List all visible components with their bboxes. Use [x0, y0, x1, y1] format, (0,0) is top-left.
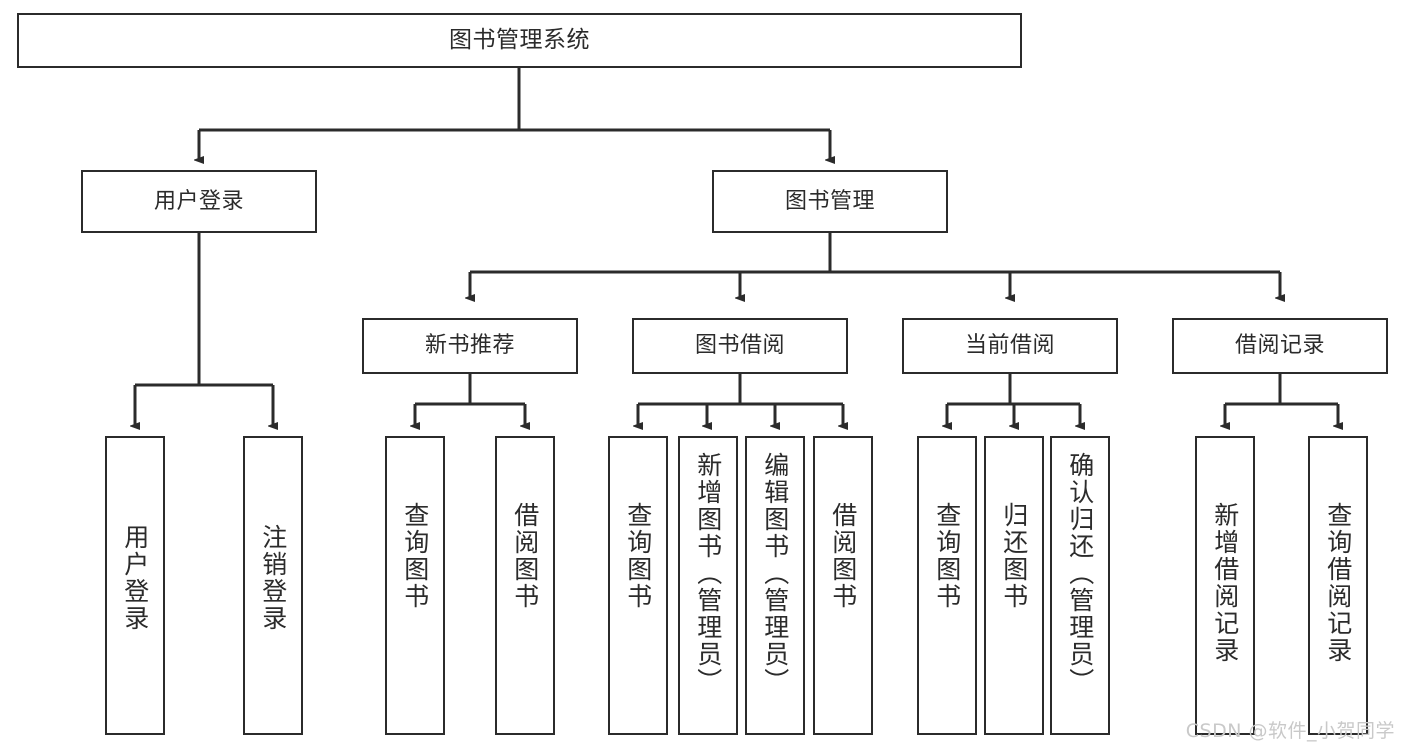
- leaf-record-query-record[interactable]: 查询借阅记录: [1308, 436, 1368, 735]
- leaf-record-add-record[interactable]: 新增借阅记录: [1195, 436, 1255, 735]
- leaf-recommend-borrow-book[interactable]: 借阅图书: [495, 436, 555, 735]
- node-label: 新增借阅记录: [1210, 502, 1240, 664]
- node-label: 借阅图书: [828, 502, 858, 610]
- node-book-management[interactable]: 图书管理: [712, 170, 948, 233]
- node-label: 图书管理: [784, 188, 875, 214]
- leaf-recommend-query-book[interactable]: 查询图书: [385, 436, 445, 735]
- leaf-user-logout[interactable]: 注销登录: [243, 436, 303, 735]
- node-label: 借阅图书: [510, 502, 540, 610]
- node-label: 查询图书: [400, 502, 430, 610]
- node-label: 查询借阅记录: [1323, 502, 1353, 664]
- node-label: 图书管理系统: [449, 26, 590, 53]
- node-label: 用户登录: [120, 524, 150, 632]
- node-borrow-record[interactable]: 借阅记录: [1172, 318, 1388, 374]
- node-label: 归还图书: [999, 502, 1029, 610]
- leaf-current-confirm-return[interactable]: 确认归还（管理员）: [1050, 436, 1110, 735]
- node-root-system[interactable]: 图书管理系统: [17, 13, 1022, 68]
- node-label: 查询图书: [623, 502, 653, 610]
- node-book-borrow[interactable]: 图书借阅: [632, 318, 848, 374]
- node-label: 用户登录: [153, 188, 244, 214]
- leaf-current-return-book[interactable]: 归还图书: [984, 436, 1044, 735]
- leaf-borrow-query-book[interactable]: 查询图书: [608, 436, 668, 735]
- node-label: 新增图书（管理员）: [693, 452, 723, 695]
- node-current-borrow[interactable]: 当前借阅: [902, 318, 1118, 374]
- leaf-current-query-book[interactable]: 查询图书: [917, 436, 977, 735]
- leaf-borrow-edit-book[interactable]: 编辑图书（管理员）: [745, 436, 805, 735]
- node-label: 借阅记录: [1234, 333, 1325, 359]
- node-label: 新书推荐: [424, 333, 515, 359]
- node-label: 图书借阅: [694, 333, 785, 359]
- node-new-book-recommend[interactable]: 新书推荐: [362, 318, 578, 374]
- leaf-user-login[interactable]: 用户登录: [105, 436, 165, 735]
- node-label: 注销登录: [258, 524, 288, 632]
- node-label: 当前借阅: [964, 333, 1055, 359]
- node-label: 查询图书: [932, 502, 962, 610]
- node-label: 确认归还（管理员）: [1065, 452, 1095, 695]
- node-label: 编辑图书（管理员）: [760, 452, 790, 695]
- leaf-borrow-add-book[interactable]: 新增图书（管理员）: [678, 436, 738, 735]
- leaf-borrow-borrow-book[interactable]: 借阅图书: [813, 436, 873, 735]
- watermark-text: CSDN @软件_小贺同学: [1185, 720, 1395, 742]
- node-user-login[interactable]: 用户登录: [81, 170, 317, 233]
